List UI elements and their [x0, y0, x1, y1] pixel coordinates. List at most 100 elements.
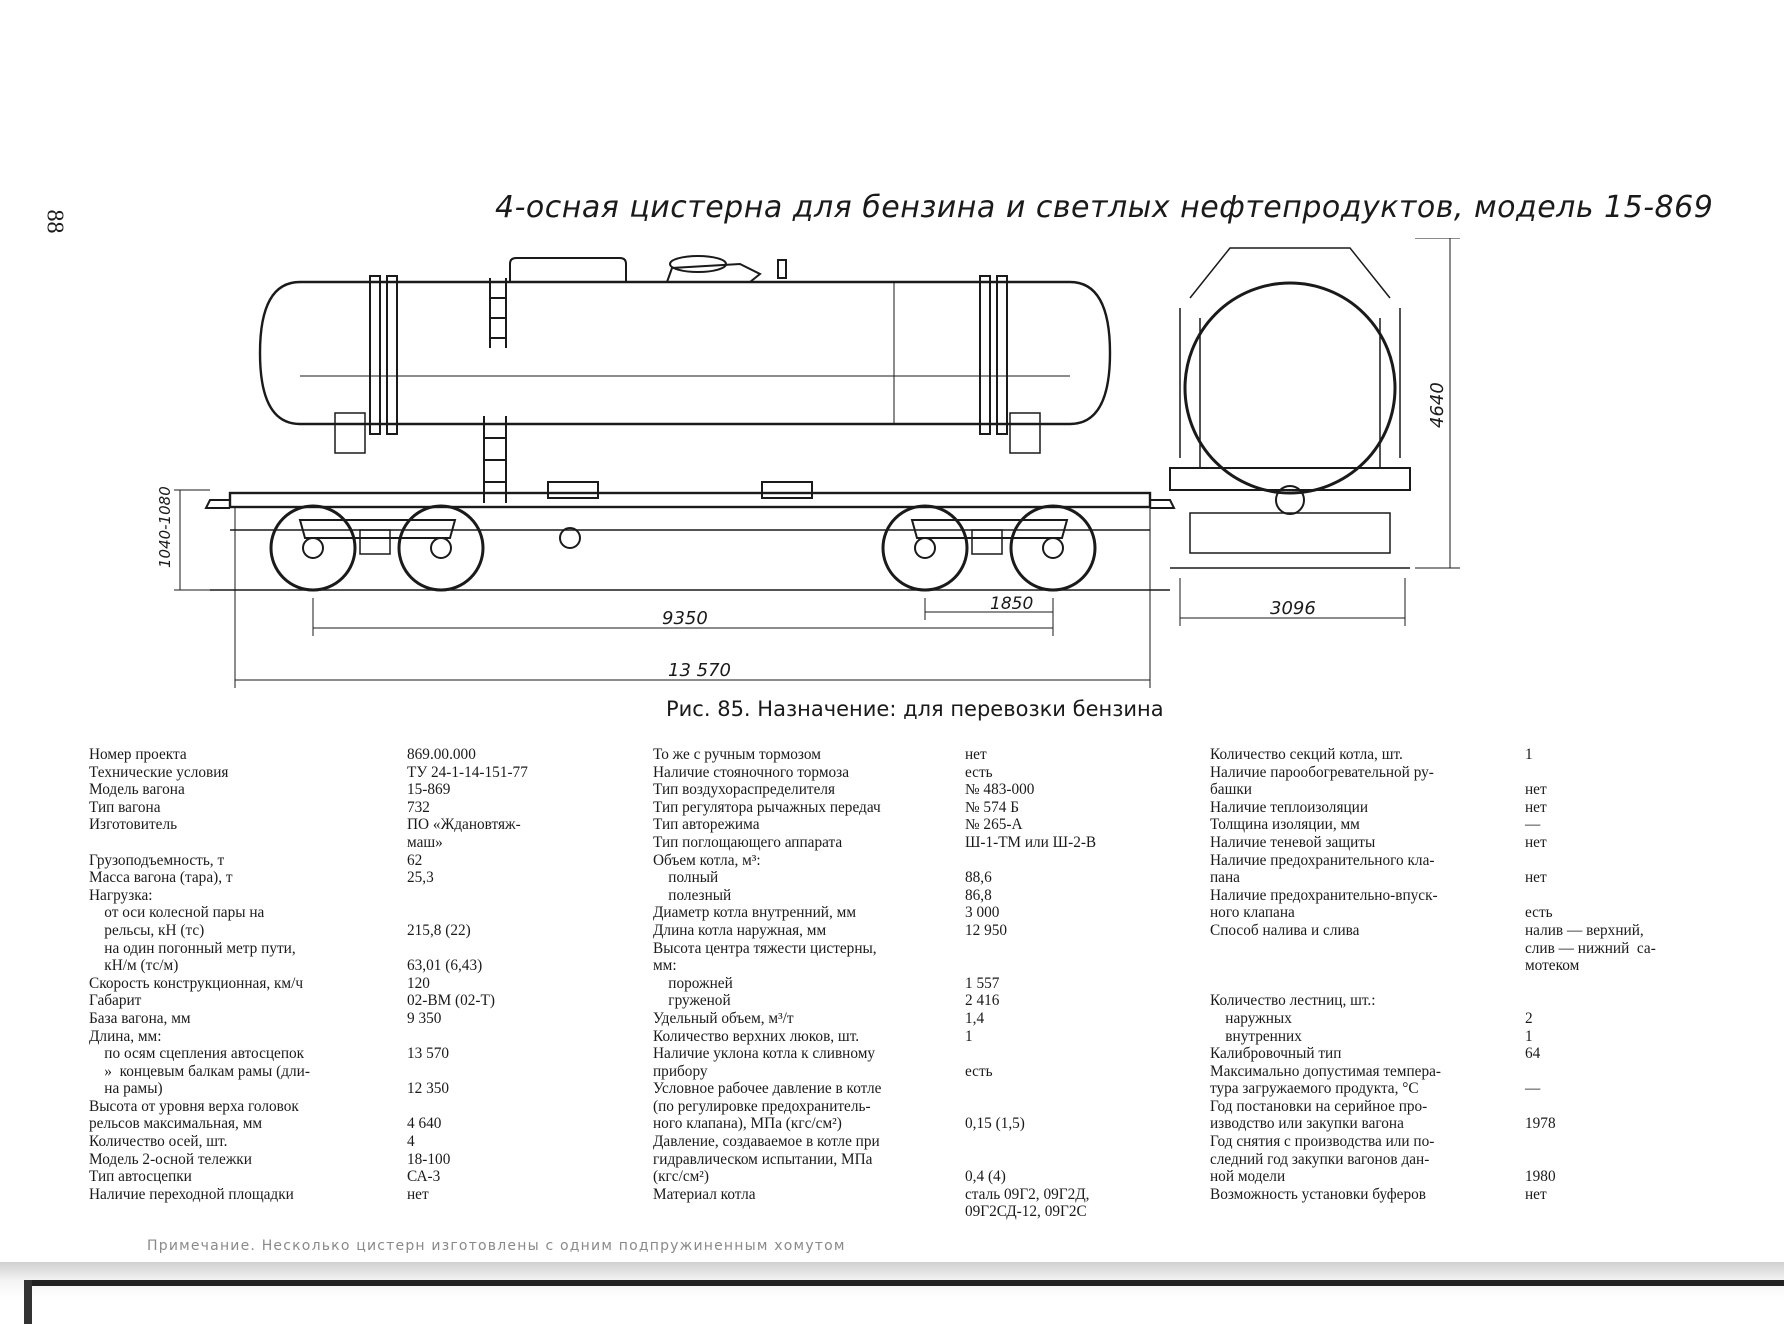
- spec-value: 732: [407, 798, 430, 816]
- spec-row: Толщина изоляции, мм—: [1210, 816, 1725, 834]
- spec-label: прибору: [653, 1062, 708, 1080]
- spec-label: башки: [1210, 781, 1252, 799]
- spec-value: 02-ВМ (02-Т): [407, 992, 495, 1010]
- spec-row: 09Г2СД-12, 09Г2С: [653, 1203, 1175, 1221]
- spec-label: Материал котла: [653, 1185, 756, 1203]
- spec-label: Высота центра тяжести цистерны,: [653, 939, 877, 957]
- footnote: Примечание. Несколько цистерн изготовлен…: [147, 1238, 846, 1254]
- spec-row: рельсы, кН (тс)215,8 (22): [89, 922, 607, 940]
- spec-row: Длина, мм:: [89, 1028, 607, 1046]
- spec-row: Технические условия ТУ 24-1-14-151-77: [89, 764, 607, 782]
- dim-base: 9350: [662, 608, 708, 629]
- spec-row: (кгс/см²)0,4 (4): [653, 1168, 1175, 1186]
- spec-label: полный: [653, 869, 719, 887]
- spec-row: слив — нижний са-: [1210, 940, 1725, 958]
- spec-label: Наличие стояночного тормоза: [653, 763, 849, 781]
- spec-value: ТУ 24-1-14-151-77: [407, 763, 528, 781]
- spec-label: гидравлическом испытании, МПа: [653, 1150, 873, 1168]
- scan-shadow-side: [24, 1280, 32, 1324]
- spec-value: 15-869: [407, 781, 451, 799]
- spec-label: Длина котла наружная, мм: [653, 921, 827, 939]
- spec-value: [1525, 1151, 1725, 1169]
- spec-label: рельсов максимальная, мм: [89, 1115, 263, 1133]
- spec-row: Нагрузка:: [89, 887, 607, 905]
- spec-value: нет: [1525, 798, 1547, 816]
- spec-label: Толщина изоляции, мм: [1210, 816, 1360, 834]
- spec-label: на рамы): [89, 1080, 163, 1098]
- spec-value: [407, 887, 607, 905]
- spec-value: 18-100: [407, 1150, 451, 1168]
- spec-value: [1525, 992, 1725, 1010]
- spec-row: Количество секций котла, шт.1: [1210, 746, 1725, 764]
- spec-row: гидравлическом испытании, МПа: [653, 1151, 1175, 1169]
- spec-label: Технические условия: [89, 763, 229, 781]
- spec-row: Высота центра тяжести цистерны,: [653, 940, 1175, 958]
- spec-value: [965, 852, 1175, 870]
- spec-row: Наличие предохранительного кла-: [1210, 852, 1725, 870]
- spec-value: № 483-000: [965, 781, 1035, 799]
- spec-value: есть: [965, 763, 993, 781]
- spec-label: Количество секций котла, шт.: [1210, 746, 1403, 763]
- spec-label: ной модели: [1210, 1168, 1286, 1186]
- spec-row: маш»: [89, 834, 607, 852]
- spec-label: следний год закупки вагонов дан-: [1210, 1150, 1430, 1168]
- spec-value: [965, 1045, 1175, 1063]
- scan-shadow-bar: [24, 1280, 1784, 1286]
- spec-value: [1525, 975, 1725, 993]
- spec-label: Количество лестниц, шт.:: [1210, 992, 1376, 1010]
- spec-value: СА-3: [407, 1168, 441, 1186]
- spec-row: Объем котла, м³:: [653, 852, 1175, 870]
- spec-value: 1,4: [965, 1009, 985, 1027]
- spec-value: слив — нижний са-: [1525, 939, 1656, 957]
- scan-edge: [0, 1262, 1784, 1324]
- spec-value: 62: [407, 851, 423, 869]
- spec-label: Номер проекта: [89, 746, 187, 763]
- spec-value: нет: [965, 746, 987, 763]
- spec-label: Нагрузка:: [89, 886, 153, 904]
- spec-value: 1978: [1525, 1115, 1556, 1133]
- spec-value: сталь 09Г2, 09Г2Д,: [965, 1185, 1090, 1203]
- spec-row: (по регулировке предохранитель-: [653, 1098, 1175, 1116]
- spec-value: [965, 1151, 1175, 1169]
- spec-value: [407, 940, 607, 958]
- spec-value: 0,4 (4): [965, 1168, 1006, 1186]
- spec-value: [407, 1028, 607, 1046]
- spec-row: Год снятия с производства или по-: [1210, 1133, 1725, 1151]
- spec-value: 1980: [1525, 1168, 1556, 1186]
- spec-label: изводство или закупки вагона: [1210, 1115, 1404, 1133]
- spec-value: 0,15 (1,5): [965, 1115, 1025, 1133]
- dim-height: 4640: [1427, 382, 1448, 428]
- spec-label: Год постановки на серийное про-: [1210, 1097, 1428, 1115]
- spec-label: Способ налива и слива: [1210, 921, 1360, 939]
- spec-value: 63,01 (6,43): [407, 957, 483, 975]
- dim-width: 3096: [1270, 598, 1316, 619]
- spec-row: ной модели 1980: [1210, 1168, 1725, 1186]
- spec-label: рельсы, кН (тс): [89, 921, 205, 939]
- bogie-right: [881, 504, 1097, 592]
- spec-value: нет: [1525, 1185, 1547, 1203]
- spec-label: мм:: [653, 957, 677, 975]
- spec-label: Количество осей, шт.: [89, 1133, 228, 1151]
- page-number: 88: [41, 209, 68, 234]
- spec-label: Наличие теневой защиты: [1210, 833, 1376, 851]
- spec-label: на один погонный метр пути,: [89, 939, 296, 957]
- spec-value: [407, 1063, 607, 1081]
- side-view: [174, 255, 1176, 688]
- spec-value: 13 570: [407, 1045, 450, 1063]
- spec-value: 88,6: [965, 869, 992, 887]
- spec-value: 9 350: [407, 1009, 442, 1027]
- spec-row: Давление, создаваемое в котле при: [653, 1133, 1175, 1151]
- spec-value: [965, 1098, 1175, 1116]
